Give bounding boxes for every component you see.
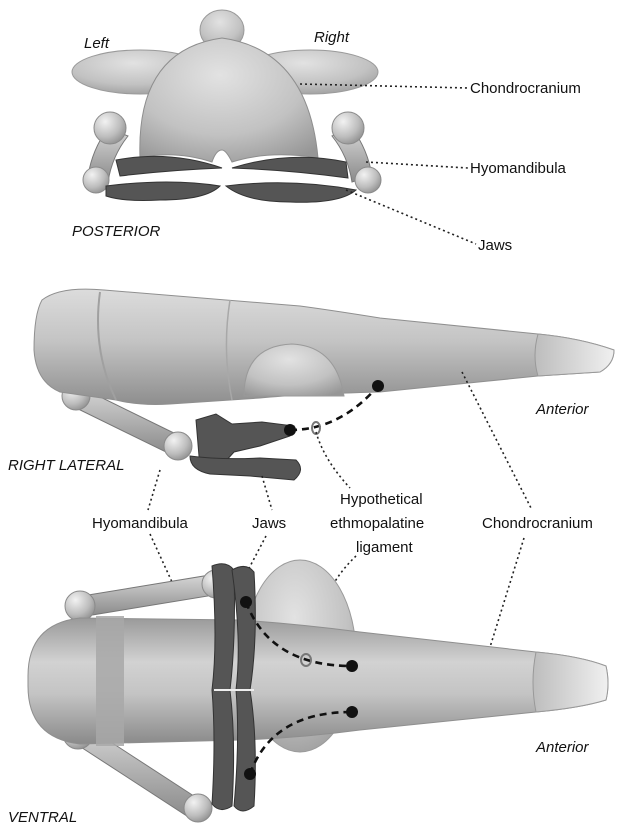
ventral-ligament-lower-insertion xyxy=(346,706,358,718)
posterior-hyomandibula-label: Hyomandibula xyxy=(470,160,567,177)
posterior-view: Left Right POSTERIOR Chondrocranium Hyom… xyxy=(72,10,581,254)
ventral-view: Anterior VENTRAL xyxy=(8,560,608,826)
ligament-label-line2: ethmopalatine xyxy=(330,515,424,532)
posterior-chondrocranium-label: Chondrocranium xyxy=(470,80,581,97)
lateral-ligament-insertion xyxy=(372,380,384,392)
right-label: Right xyxy=(314,29,350,46)
lateral-title: RIGHT LATERAL xyxy=(8,457,124,474)
lateral-ligament-origin xyxy=(284,424,296,436)
lateral-jaws xyxy=(190,414,301,480)
ventral-anterior-label: Anterior xyxy=(535,739,590,756)
left-label: Left xyxy=(84,35,110,52)
lateral-view: Anterior RIGHT LATERAL xyxy=(8,289,614,480)
chondrocranium-label: Chondrocranium xyxy=(482,515,593,532)
ventral-title: VENTRAL xyxy=(8,809,77,826)
ventral-ligament-lower-origin xyxy=(244,768,256,780)
posterior-jaws xyxy=(106,156,356,202)
jaws-label: Jaws xyxy=(252,515,286,532)
posterior-title: POSTERIOR xyxy=(72,223,161,240)
ventral-basal-band xyxy=(96,616,124,746)
ligament-label-line1: Hypothetical xyxy=(340,491,423,508)
ligament-label-line3: ligament xyxy=(356,539,414,556)
hyomandibula-label: Hyomandibula xyxy=(92,515,189,532)
ventral-ligament-upper-origin xyxy=(240,596,252,608)
ventral-ligament-upper-insertion xyxy=(346,660,358,672)
posterior-jaws-label: Jaws xyxy=(478,237,512,254)
lateral-anterior-label: Anterior xyxy=(535,401,590,418)
